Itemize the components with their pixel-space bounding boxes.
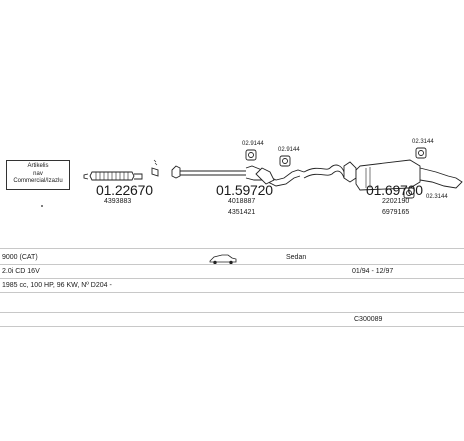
gasket-part xyxy=(151,159,159,177)
clamp-label: 02.3144 xyxy=(412,139,434,145)
clamp-label: 02.3144 xyxy=(426,194,448,200)
note-line-2: nav xyxy=(33,170,43,177)
part-number: 01.59720 xyxy=(216,182,273,198)
part-reference: 4018887 xyxy=(228,198,256,205)
rear-pipe-part xyxy=(303,159,463,191)
table-divider xyxy=(0,264,464,265)
front-pipe-part xyxy=(83,171,143,181)
clamp-icon xyxy=(279,155,291,167)
part-number: 01.69700 xyxy=(366,182,423,198)
table-divider xyxy=(0,278,464,279)
part-reference: 6979165 xyxy=(382,209,410,216)
marker-dot xyxy=(41,205,43,207)
clamp-icon xyxy=(403,187,415,199)
clamp-icon xyxy=(245,149,257,161)
production-years: 01/94 - 12/97 xyxy=(352,268,394,275)
sedan-car-icon xyxy=(209,254,237,265)
part-number: 01.22670 xyxy=(96,182,153,198)
part-reference: 4393883 xyxy=(104,198,132,205)
engine-details: 1985 cc, 100 HP, 96 KW, Nº D204 - xyxy=(2,282,112,289)
table-divider xyxy=(0,248,464,249)
non-commercial-note-box: Artikelis nav Commercial/Izazlu xyxy=(6,160,70,190)
part-reference: 2202190 xyxy=(382,198,410,205)
part-reference: 4351421 xyxy=(228,209,256,216)
table-divider xyxy=(0,292,464,293)
catalog-code: C300089 xyxy=(354,316,383,323)
note-line-3: Commercial/Izazlu xyxy=(13,178,63,184)
note-line-1: Artikelis xyxy=(27,163,49,169)
middle-pipe-part xyxy=(171,165,305,187)
clamp-label: 02.9144 xyxy=(278,147,300,153)
clamp-label: 02.9144 xyxy=(242,141,264,147)
vehicle-model: 9000 (CAT) xyxy=(2,254,38,261)
table-divider xyxy=(0,326,464,327)
vehicle-body: Sedan xyxy=(286,254,307,261)
clamp-icon xyxy=(415,147,427,159)
table-divider xyxy=(0,312,464,313)
engine-variant: 2.0i CD 16V xyxy=(2,268,40,275)
